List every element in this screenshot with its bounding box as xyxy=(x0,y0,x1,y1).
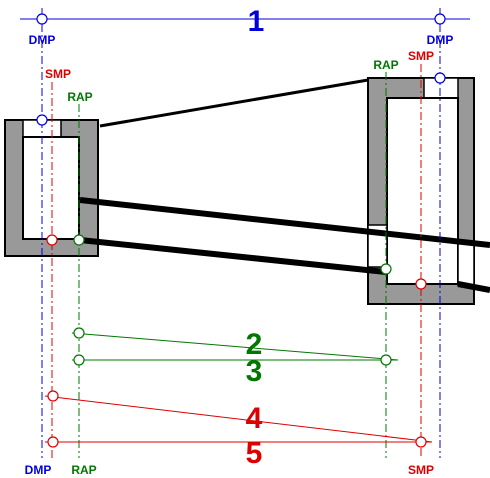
lower-contour-line xyxy=(79,237,387,275)
dimension-4-start-point xyxy=(47,390,59,402)
right-contour-stub xyxy=(457,281,490,293)
rap-right-label: RAP xyxy=(373,58,398,72)
dimension-2-line xyxy=(71,332,399,361)
dimension-1: 1 xyxy=(20,5,470,38)
dmp-bottom-label: DMP xyxy=(25,463,52,477)
dmp-left-part-point xyxy=(36,114,48,126)
dimension-5-start-point xyxy=(47,436,59,448)
dmp-left-point xyxy=(36,13,48,25)
smp-left-part-point xyxy=(46,234,58,246)
dimension-5: 5 xyxy=(45,436,432,470)
dimension-2-number: 2 xyxy=(246,328,263,361)
rap-bottom-label: RAP xyxy=(71,463,96,477)
dmp-top-left-label: DMP xyxy=(29,33,56,47)
connecting-lines xyxy=(79,78,490,293)
right-part-side-slot xyxy=(457,242,475,286)
reference-labels: DMP DMP SMP SMP RAP RAP DMP RAP SMP xyxy=(25,33,454,477)
smp-right-part-point xyxy=(415,278,427,290)
dimension-5-end-point xyxy=(415,436,427,448)
rap-left-part-point xyxy=(73,234,85,246)
dimension-1-number: 1 xyxy=(248,5,265,38)
dimension-3-start-point xyxy=(73,354,85,366)
dmp-right-part-point xyxy=(434,72,446,84)
dmp-right-point xyxy=(434,13,446,25)
dimension-2-start-point xyxy=(73,327,85,339)
dimension-4: 4 xyxy=(44,390,433,443)
dimension-4-line xyxy=(44,395,433,443)
left-part-bore xyxy=(22,136,80,240)
part-points xyxy=(36,72,446,290)
dimension-3: 3 xyxy=(72,354,398,388)
dimension-3-number: 3 xyxy=(246,355,263,388)
smp-left-label: SMP xyxy=(45,67,71,81)
dimension-2: 2 xyxy=(71,327,399,361)
rap-left-label: RAP xyxy=(67,90,92,104)
top-contour-line xyxy=(99,78,369,128)
dimension-4-number: 4 xyxy=(246,402,263,435)
smp-right-label: SMP xyxy=(408,49,434,63)
right-part-bore xyxy=(386,97,459,285)
smp-bottom-label: SMP xyxy=(408,463,434,477)
middle-contour-line xyxy=(79,197,490,248)
rap-right-part-point xyxy=(380,263,392,275)
dimension-5-number: 5 xyxy=(246,437,263,470)
dmp-top-right-label: DMP xyxy=(427,33,454,47)
dimension-3-end-point xyxy=(380,354,392,366)
